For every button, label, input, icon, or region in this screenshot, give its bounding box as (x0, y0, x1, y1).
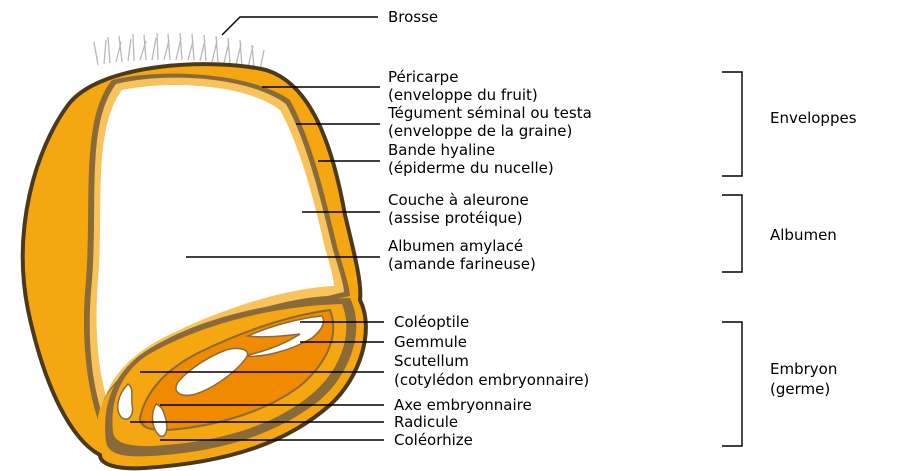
label-radicule: Radicule (394, 413, 458, 431)
label-tegument: Tégument séminal ou testa (388, 104, 592, 122)
label-scutellum: Scutellum (394, 352, 469, 370)
label-coleoptile: Coléoptile (394, 313, 469, 331)
brackets (722, 72, 742, 446)
label-gemmule: Gemmule (394, 333, 467, 351)
label-bande: Bande hyaline (388, 141, 495, 159)
label-coleorhize: Coléorhize (394, 431, 473, 449)
group-enveloppes: Enveloppes (770, 108, 857, 128)
label-albumen-amylace: Albumen amylacé (388, 237, 523, 255)
label-pericarpe-sub: (enveloppe du fruit) (388, 86, 538, 104)
label-albumen-amylace-sub: (amande farineuse) (388, 255, 536, 273)
group-embryon: Embryon (770, 359, 837, 379)
label-tegument-sub: (enveloppe de la graine) (388, 122, 572, 140)
label-couche: Couche à aleurone (388, 191, 529, 209)
label-pericarpe: Péricarpe (388, 68, 458, 86)
group-embryon-sub: (germe) (770, 379, 830, 399)
label-scutellum-sub: (cotylédon embryonnaire) (394, 371, 589, 389)
label-brosse: Brosse (388, 8, 438, 26)
label-axe: Axe embryonnaire (394, 396, 532, 414)
group-albumen: Albumen (770, 225, 837, 245)
label-bande-sub: (épiderme du nucelle) (388, 159, 554, 177)
label-couche-sub: (assise protéique) (388, 209, 523, 227)
